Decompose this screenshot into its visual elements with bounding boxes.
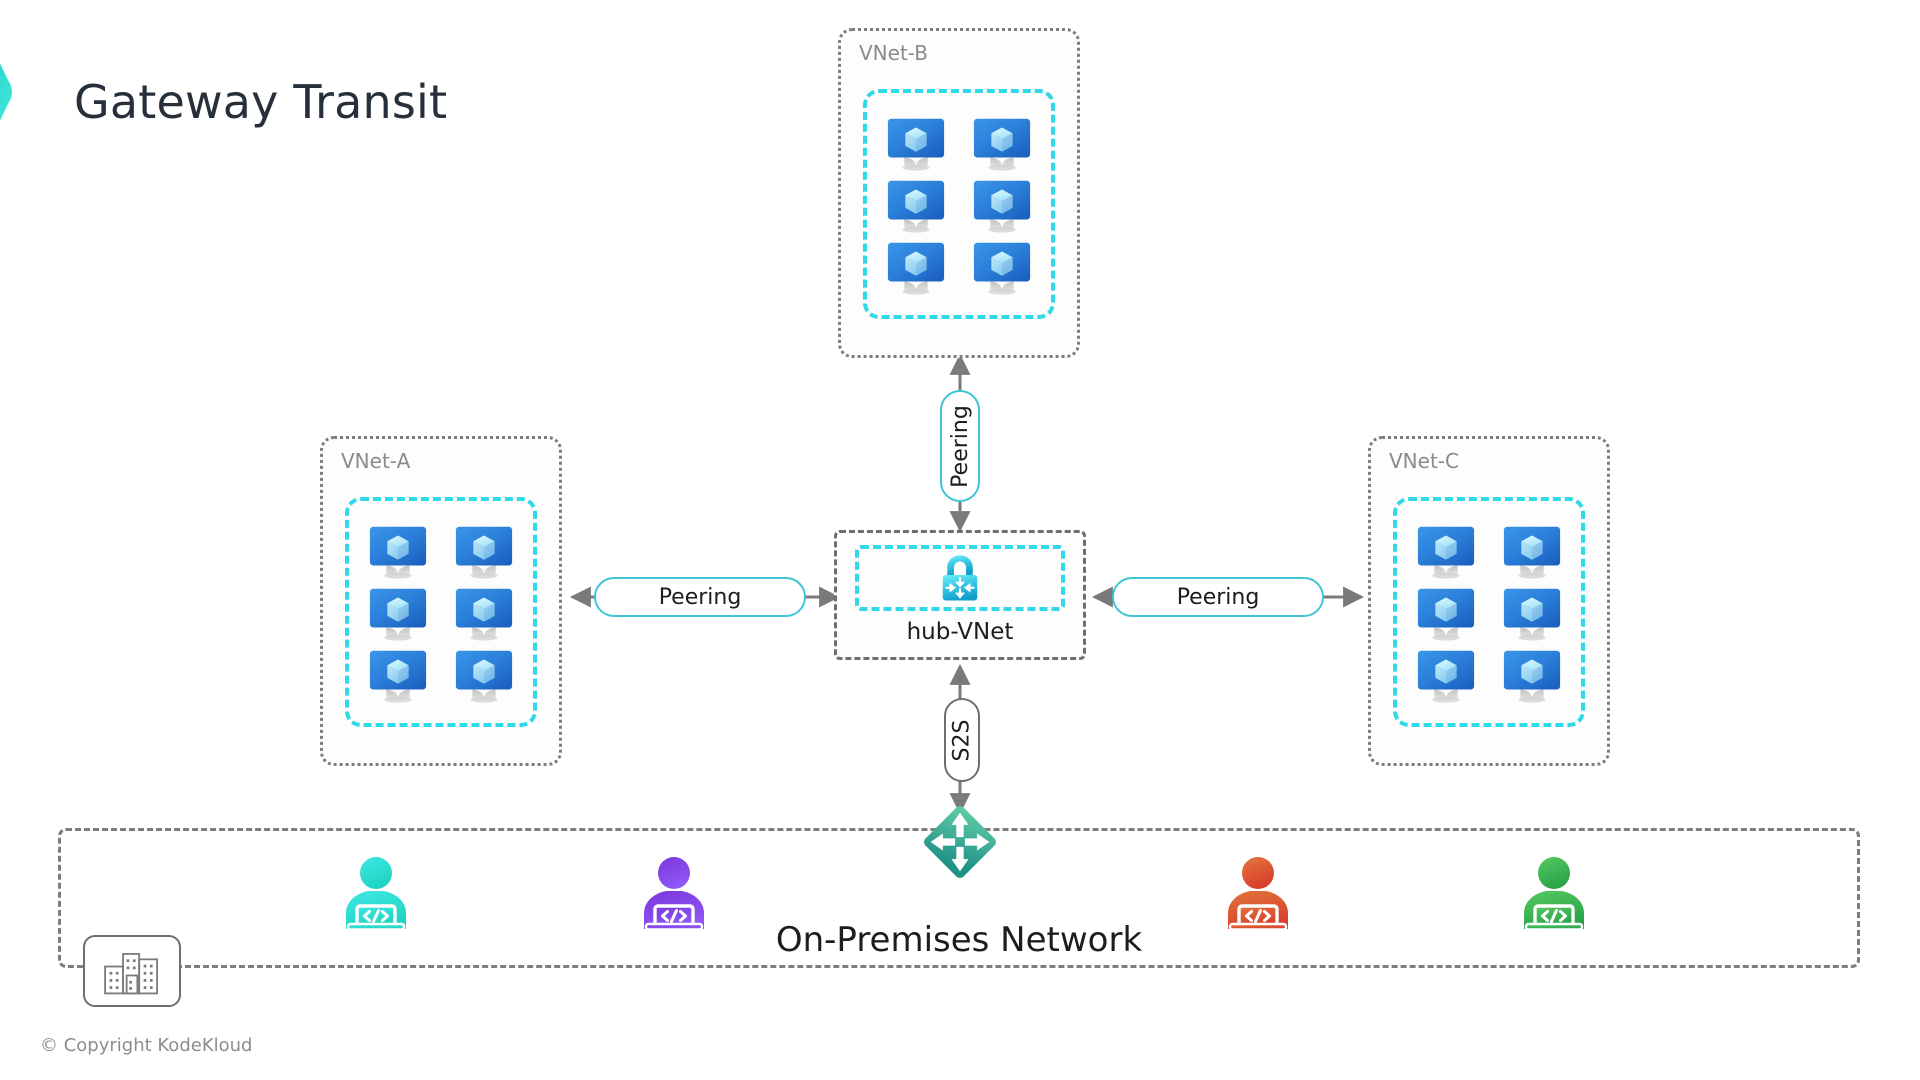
vnet-c-box[interactable]: VNet-C bbox=[1368, 436, 1610, 766]
virtual-machine-icon[interactable] bbox=[971, 173, 1033, 235]
s2s-label[interactable]: S2S bbox=[944, 698, 980, 782]
peering-a-text: Peering bbox=[658, 584, 742, 610]
developer-icon[interactable] bbox=[1222, 855, 1294, 933]
page-title: Gateway Transit bbox=[74, 75, 448, 129]
s2s-text: S2S bbox=[949, 719, 975, 761]
hub-vnet-box[interactable]: hub-VNet bbox=[834, 530, 1086, 660]
vnet-a-vm-grid bbox=[349, 501, 533, 723]
vnet-a-label: VNet-A bbox=[341, 449, 411, 473]
virtual-machine-icon[interactable] bbox=[453, 581, 515, 643]
chevron-logo-icon bbox=[0, 63, 12, 121]
developer-icon[interactable] bbox=[340, 855, 412, 933]
virtual-machine-icon[interactable] bbox=[971, 111, 1033, 173]
office-building-icon bbox=[99, 945, 165, 997]
virtual-machine-icon[interactable] bbox=[1501, 519, 1563, 581]
copyright-text: © Copyright KodeKloud bbox=[40, 1035, 253, 1056]
peering-label-b[interactable]: Peering bbox=[940, 390, 980, 502]
hub-vnet-label: hub-VNet bbox=[906, 619, 1014, 645]
virtual-machine-icon[interactable] bbox=[885, 235, 947, 297]
vnet-c-vm-grid bbox=[1397, 501, 1581, 723]
virtual-machine-icon[interactable] bbox=[367, 581, 429, 643]
vnet-b-label: VNet-B bbox=[859, 41, 929, 65]
virtual-machine-icon[interactable] bbox=[885, 173, 947, 235]
vnet-b-subnet bbox=[863, 89, 1055, 319]
vnet-a-subnet bbox=[345, 497, 537, 727]
developer-icon[interactable] bbox=[1518, 855, 1590, 933]
vnet-b-box[interactable]: VNet-B bbox=[838, 28, 1080, 358]
peering-label-c[interactable]: Peering bbox=[1112, 577, 1324, 617]
virtual-machine-icon[interactable] bbox=[367, 643, 429, 705]
virtual-machine-icon[interactable] bbox=[453, 519, 515, 581]
virtual-machine-icon[interactable] bbox=[453, 643, 515, 705]
vnet-c-label: VNet-C bbox=[1389, 449, 1459, 473]
virtual-machine-icon[interactable] bbox=[1501, 581, 1563, 643]
virtual-machine-icon[interactable] bbox=[367, 519, 429, 581]
office-building-box[interactable] bbox=[83, 935, 181, 1007]
virtual-machine-icon[interactable] bbox=[885, 111, 947, 173]
virtual-machine-icon[interactable] bbox=[971, 235, 1033, 297]
developer-icon[interactable] bbox=[638, 855, 710, 933]
peering-label-a[interactable]: Peering bbox=[594, 577, 806, 617]
virtual-machine-icon[interactable] bbox=[1501, 643, 1563, 705]
peering-b-text: Peering bbox=[947, 404, 973, 488]
vnet-b-vm-grid bbox=[867, 93, 1051, 315]
virtual-machine-icon[interactable] bbox=[1415, 581, 1477, 643]
on-premises-title: On-Premises Network bbox=[775, 920, 1143, 960]
virtual-machine-icon[interactable] bbox=[1415, 643, 1477, 705]
hub-gateway-subnet bbox=[855, 545, 1065, 611]
vpn-gateway-lock-icon[interactable] bbox=[936, 552, 984, 604]
virtual-machine-icon[interactable] bbox=[1415, 519, 1477, 581]
local-network-gateway-icon[interactable] bbox=[916, 798, 1004, 886]
vnet-a-box[interactable]: VNet-A bbox=[320, 436, 562, 766]
peering-c-text: Peering bbox=[1176, 584, 1260, 610]
vnet-c-subnet bbox=[1393, 497, 1585, 727]
